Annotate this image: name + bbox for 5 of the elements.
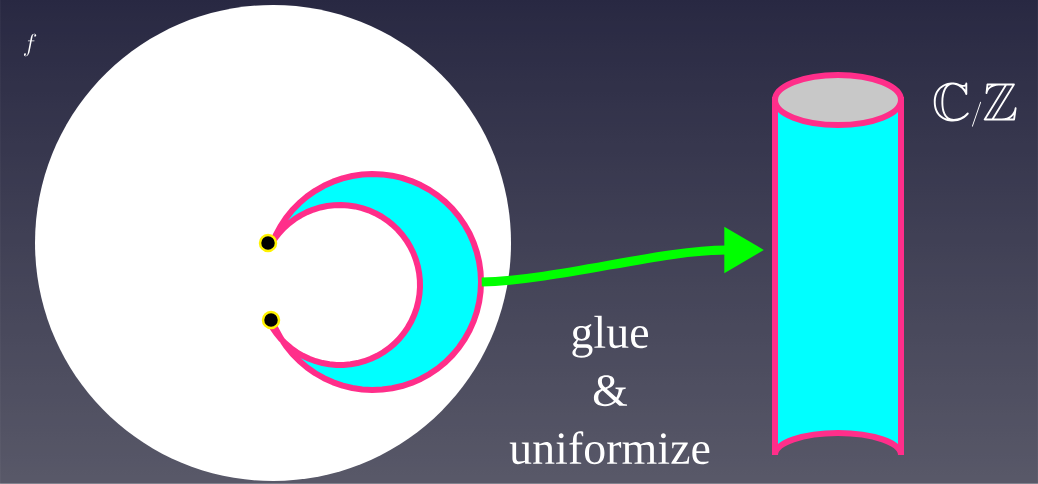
cylinder-drawing bbox=[772, 72, 904, 458]
math-label: $f$ bbox=[23, 33, 37, 57]
crescent-drawing bbox=[258, 171, 484, 393]
edge-label: glue & uniformize bbox=[509, 315, 710, 465]
math-label: $\mathbb{C}/\mathbb{Z}$ bbox=[933, 82, 1017, 127]
